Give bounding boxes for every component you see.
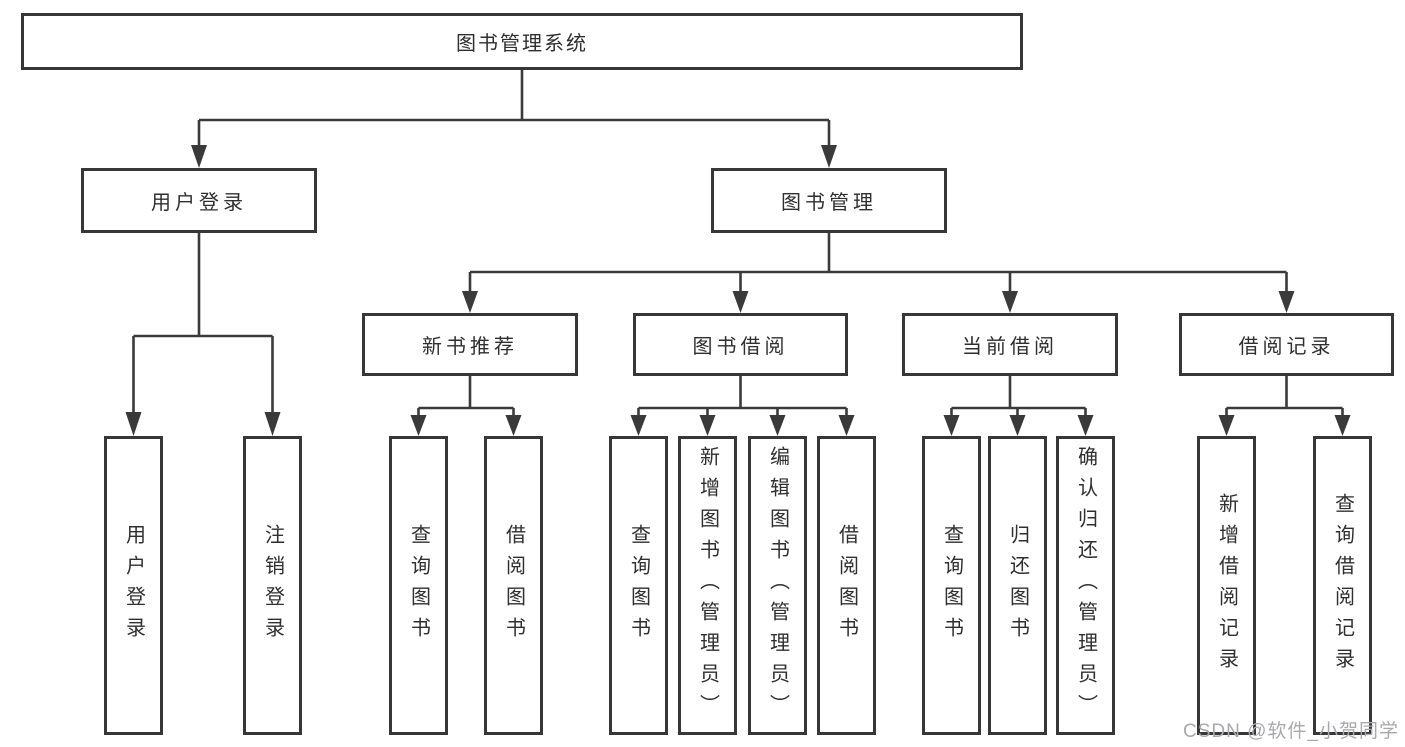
root-node: 图书管理系统 <box>21 13 1023 70</box>
node-new-book-recommendation-label: 新书推荐 <box>422 336 518 358</box>
node-book-borrowing-label: 图书借阅 <box>692 336 789 358</box>
leaf-borrow-books-recommend-label: 借阅图书 <box>502 523 525 648</box>
leaf-add-book-admin: 新增图书（管理员） <box>678 436 737 735</box>
leaf-return-book: 归还图书 <box>988 436 1047 735</box>
leaf-query-books-recommend: 查询图书 <box>389 436 448 735</box>
leaf-user-login-label: 用户登录 <box>122 523 145 648</box>
leaf-logout-label: 注销登录 <box>261 523 284 648</box>
leaf-return-book-label: 归还图书 <box>1006 523 1029 648</box>
node-borrowing-records: 借阅记录 <box>1179 313 1394 376</box>
leaf-borrow-books-borrowing: 借阅图书 <box>817 436 876 735</box>
leaf-query-books-borrowing: 查询图书 <box>609 436 668 735</box>
leaf-add-book-admin-label: 新增图书（管理员） <box>696 446 719 725</box>
leaf-logout: 注销登录 <box>243 436 302 735</box>
node-book-management-label: 图书管理 <box>781 192 877 214</box>
node-user-login-label: 用户登录 <box>151 192 247 214</box>
leaf-user-login: 用户登录 <box>104 436 163 735</box>
leaf-borrow-books-recommend: 借阅图书 <box>484 436 543 735</box>
leaf-confirm-return-admin: 确认归还（管理员） <box>1056 436 1115 735</box>
node-current-borrowing-label: 当前借阅 <box>962 336 1058 358</box>
leaf-confirm-return-admin-label: 确认归还（管理员） <box>1074 446 1097 725</box>
watermark: CSDN @软件_小贺同学 <box>1183 721 1399 742</box>
leaf-query-books-borrowing-label: 查询图书 <box>627 523 650 648</box>
leaf-query-borrow-record-label: 查询借阅记录 <box>1331 492 1354 679</box>
leaf-edit-book-admin: 编辑图书（管理员） <box>748 436 807 735</box>
leaf-query-books-recommend-label: 查询图书 <box>407 523 430 648</box>
leaf-add-borrow-record: 新增借阅记录 <box>1197 436 1256 735</box>
leaf-query-books-current: 查询图书 <box>922 436 981 735</box>
leaf-edit-book-admin-label: 编辑图书（管理员） <box>766 446 789 725</box>
leaf-borrow-books-borrowing-label: 借阅图书 <box>835 523 858 648</box>
leaf-query-borrow-record: 查询借阅记录 <box>1313 436 1372 735</box>
node-book-borrowing: 图书借阅 <box>633 313 848 376</box>
node-current-borrowing: 当前借阅 <box>902 313 1118 376</box>
node-book-management: 图书管理 <box>711 168 947 233</box>
leaf-add-borrow-record-label: 新增借阅记录 <box>1215 492 1238 679</box>
node-borrowing-records-label: 借阅记录 <box>1238 336 1335 358</box>
leaf-query-books-current-label: 查询图书 <box>940 523 963 648</box>
node-user-login: 用户登录 <box>81 168 317 233</box>
root-node-label: 图书管理系统 <box>456 33 588 55</box>
node-new-book-recommendation: 新书推荐 <box>362 313 578 376</box>
arrowheads <box>125 145 1351 436</box>
